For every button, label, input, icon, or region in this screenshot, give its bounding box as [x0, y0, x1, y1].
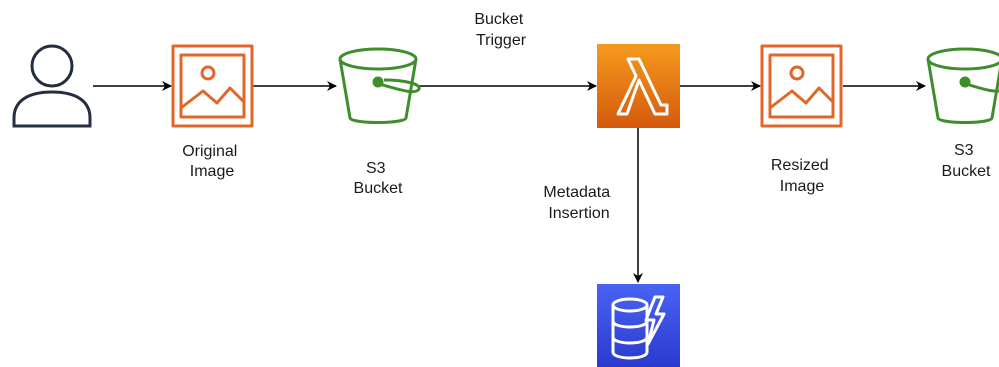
s3-bucket-icon: [926, 47, 999, 124]
original-image-label-line-2: Image: [190, 163, 235, 180]
image-icon: [171, 44, 254, 128]
s3-bucket-destination-label: S3 Bucket: [942, 142, 991, 180]
s3-bucket-destination-label-line-1: S3: [954, 142, 974, 159]
s3-bucket-source-label-line-2: Bucket: [354, 180, 403, 197]
original-image-label-line-1: Original: [182, 143, 237, 160]
user-icon: [12, 44, 92, 128]
metadata-insertion-label-line-1: Metadata: [543, 184, 610, 201]
s3-bucket-source-label: S3 Bucket: [354, 160, 403, 197]
s3-bucket-icon: [338, 47, 421, 124]
connectors: [93, 81, 926, 283]
s3-bucket-source-label-line-1: S3: [366, 160, 386, 177]
bucket-trigger-label-line-1: Bucket: [474, 11, 523, 28]
original-image-label: Original Image: [182, 143, 242, 180]
s3-bucket-destination-label-line-2: Bucket: [942, 163, 991, 180]
resized-image-label: Resized Image: [771, 157, 833, 195]
bucket-trigger-label: Bucket Trigger: [474, 11, 527, 49]
bucket-trigger-label-line-2: Trigger: [476, 32, 527, 49]
resized-image-label-line-2: Image: [780, 178, 825, 195]
dynamodb-icon: [597, 284, 680, 367]
metadata-insertion-label: Metadata Insertion: [543, 184, 614, 222]
resized-image-label-line-1: Resized: [771, 157, 829, 174]
lambda-icon: [597, 44, 680, 128]
image-icon: [760, 44, 843, 128]
metadata-insertion-label-line-2: Insertion: [548, 205, 609, 222]
